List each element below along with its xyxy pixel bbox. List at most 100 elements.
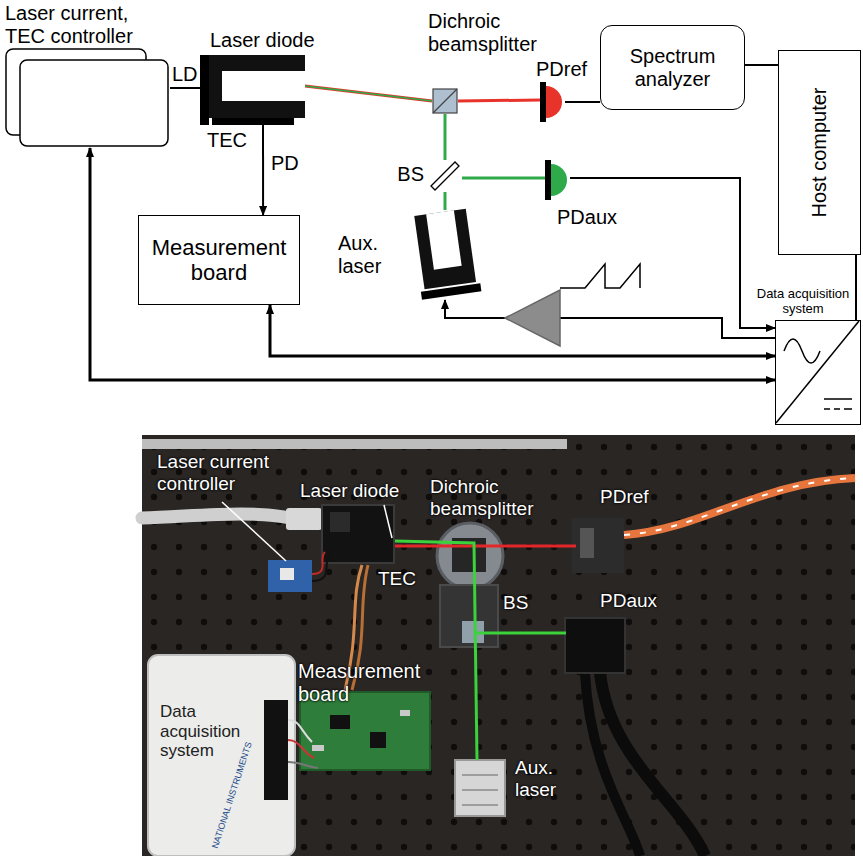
beamsplitter-plate: BS: [428, 160, 462, 192]
node-label: Dichroic beamsplitter: [428, 10, 556, 56]
signal-wire: [170, 87, 200, 89]
laser-beam: [305, 86, 432, 101]
laser-diode-shape: [200, 55, 305, 125]
node-label: BS: [388, 163, 424, 186]
node-label: Laser diode: [210, 29, 340, 52]
beamsplitter-plate-shape: [428, 160, 462, 192]
aux-laser-shape: [414, 209, 476, 290]
photo-laser-mount: [330, 512, 350, 532]
photo-controller-board: [312, 556, 330, 581]
photodiode: PDaux: [545, 160, 570, 200]
photo-beams: [395, 541, 576, 760]
photo-pdaux-mount: [565, 618, 625, 673]
photodiode-shape: [546, 86, 562, 118]
photo-daq-box: [288, 762, 318, 768]
sawtooth-symbol: [560, 264, 640, 288]
photo-pdref-mount: [624, 478, 855, 535]
photo-controller-board: [268, 552, 330, 592]
aux-beam-overlay: [305, 86, 432, 101]
photo-pdaux-mount: [600, 673, 705, 856]
laser-diode-shape: [209, 55, 305, 118]
photo-daq-box: [148, 655, 295, 856]
laser-beam: [444, 192, 447, 210]
photo-pdref-mount: [572, 478, 855, 573]
photo-label: TEC: [378, 568, 428, 590]
photo-label: PDaux: [600, 590, 670, 612]
controller-box-shape: [5, 48, 170, 148]
photodiode: PDref: [540, 82, 565, 122]
part-label: NATIONAL INSTRUMENTS: [209, 737, 256, 854]
photodiode-shape: [540, 82, 565, 122]
photo-dichroic-mount: [437, 523, 503, 589]
node-label: Aux. laser: [338, 232, 398, 278]
signal-wire: [445, 300, 775, 338]
signal-wire: [855, 255, 857, 320]
node-label: Measurement board: [145, 235, 293, 286]
aux-laser-shape: [421, 283, 482, 299]
photo-aux-laser: [455, 760, 505, 816]
photo-aux-laser: [462, 775, 498, 805]
dichroic-cube-shape: [432, 88, 458, 114]
daq-box: Data acquisition system: [775, 320, 861, 425]
laser-diode-shape: [200, 55, 209, 125]
laser-diode: Laser diode: [200, 55, 305, 125]
daq-box-shape: [776, 321, 859, 423]
leader-line: [384, 505, 392, 538]
leader-line: [222, 502, 286, 561]
amplifier-symbol: [505, 290, 560, 346]
photo-ground: [142, 435, 855, 856]
photo-dichroic-mount: [437, 523, 503, 589]
photo-bs-mount: [440, 585, 498, 647]
node-label: Host computer: [808, 55, 831, 250]
photo-label: PDref: [600, 486, 670, 508]
edge-label: PD: [271, 152, 299, 175]
laser-beam: [462, 176, 545, 179]
node-label: Laser current, TEC controller: [5, 2, 155, 48]
photo-pdref-mount: [580, 528, 594, 558]
dichroic-cube-shape: [433, 89, 457, 113]
photo-daq-box: [148, 655, 318, 856]
aux-laser-shape: [400, 210, 490, 300]
signal-wire: [745, 64, 778, 66]
dichroic-cube: Dichroic beamsplitter: [432, 88, 458, 114]
node-label: PDref: [536, 58, 594, 81]
photo-measurement-board: [312, 745, 324, 751]
photo-cable: [286, 508, 322, 530]
photo-laser-mount: [322, 505, 394, 563]
amplifier-symbol: [505, 290, 560, 346]
photo-daq-box: [288, 740, 314, 758]
photodiode-shape: [545, 160, 570, 200]
edge-label: LD: [172, 63, 198, 86]
dichroic-cube-shape: [433, 89, 457, 113]
photo-beams: [395, 545, 576, 548]
node-label: Data acquisition system: [753, 287, 853, 317]
photo-laser-mount: [322, 505, 394, 563]
photo-daq-box: [288, 720, 312, 742]
laser-beam: [444, 114, 447, 160]
photo-ground: [142, 435, 855, 856]
photodiode-shape: [551, 164, 567, 196]
photo-controller-board: [268, 560, 312, 592]
photo-aux-laser: [455, 760, 505, 816]
node-label: PDaux: [557, 206, 627, 229]
photodiode-shape: [540, 82, 546, 122]
photo-label: Laser diode: [300, 480, 410, 502]
photo-measurement-board: [330, 715, 350, 729]
photo-label: Aux. laser: [515, 757, 565, 801]
photo-rail: [142, 439, 567, 449]
photo-controller-board: [312, 552, 325, 574]
aux-laser-shape: [426, 210, 462, 269]
photo-pdaux-mount: [565, 618, 705, 856]
photo-measurement-board: [370, 732, 386, 748]
part-label: TEC: [207, 129, 257, 152]
daq-box-shape: [776, 321, 862, 426]
leader-line: [222, 502, 392, 561]
photodiode-shape: [545, 160, 551, 200]
photo-rail: [142, 439, 567, 449]
photo-pdref-mount: [572, 518, 624, 573]
photo-controller-board: [280, 568, 294, 580]
signal-wire: [90, 148, 775, 380]
photo-cable: [142, 514, 290, 518]
